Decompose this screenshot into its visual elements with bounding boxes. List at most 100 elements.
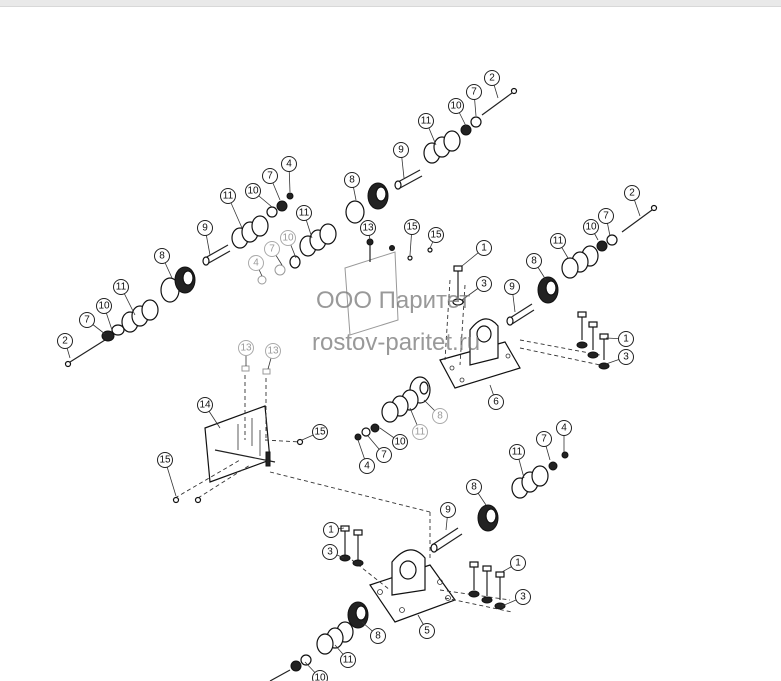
callout-balloon [57,333,73,349]
callout-balloon [323,522,339,538]
callout-part-11: 11 [296,205,313,239]
callout-part-13: 13 [238,340,254,366]
callout-balloon [428,227,444,243]
callout-part-10: 10 [379,427,408,450]
callout-number: 11 [512,447,523,458]
callout-number: 1 [481,243,487,254]
callout-part-7: 7 [79,312,106,335]
callout-number: 9 [509,282,515,293]
callout-number: 3 [623,352,629,363]
callout-part-11: 11 [113,279,136,316]
callout-balloon [624,185,640,201]
callout-balloon [526,253,542,269]
callout-part-4: 4 [281,156,297,193]
callout-part-8: 8 [423,399,448,424]
callout-number: 10 [314,673,326,681]
callout-part-7: 7 [262,168,281,201]
callout-number: 7 [603,211,609,222]
callout-balloon [296,205,312,221]
callout-number: 11 [343,655,354,666]
callout-number: 3 [481,279,487,290]
lower-right-shaft-assembly [477,451,569,532]
callout-balloon [509,444,525,460]
callout-number: 10 [585,222,597,233]
callout-part-10: 10 [280,230,297,259]
callout-part-4: 4 [357,439,375,474]
callout-part-10: 10 [96,298,113,331]
callout-balloon [360,220,376,236]
callout-balloon [504,279,520,295]
callout-part-11: 11 [334,644,356,668]
callout-balloon [238,340,254,356]
callout-balloon [280,230,296,246]
callout-part-8: 8 [154,248,173,279]
callout-balloon [412,424,428,440]
callout-balloon [448,98,464,114]
callout-number: 15 [314,427,326,438]
callout-balloon [432,408,448,424]
callout-number: 7 [267,171,273,182]
callout-part-4: 4 [556,420,572,452]
callout-balloon [322,544,338,560]
callout-number: 11 [299,208,310,219]
roller-11c [141,299,159,321]
callout-part-9: 9 [197,220,213,256]
watermark-company: ООО Паритет [316,287,470,314]
callout-balloon [583,219,599,235]
lower-bracket-5 [351,527,513,623]
callout-balloon [510,555,526,571]
bolts-lower-left [339,525,364,567]
callout-part-10: 10 [245,183,273,208]
callout-balloon [393,142,409,158]
callout-balloon [264,241,280,257]
callout-part-3: 3 [605,349,634,365]
callout-part-8: 8 [361,621,386,644]
callout-part-13: 13 [265,343,281,370]
callout-balloon [344,172,360,188]
callout-number: 11 [415,427,426,438]
callout-part-10: 10 [304,661,328,681]
callout-part-9: 9 [440,502,456,531]
callout-number: 7 [471,87,477,98]
upper-middle-shaft-assembly [257,87,518,285]
plate-14 [172,365,431,560]
callout-balloon [197,220,213,236]
callout-number: 13 [240,343,252,354]
callout-balloon [248,255,264,271]
callout-number: 10 [247,186,259,197]
callout-number: 11 [223,191,234,202]
callout-number: 3 [520,592,526,603]
bolt-2-shank [69,339,106,363]
callout-number: 4 [253,258,259,269]
bolts-lower-right [468,561,506,610]
callout-balloon [265,343,281,359]
callout-balloon [312,670,328,681]
callout-number: 13 [362,223,374,234]
callout-number: 10 [98,301,110,312]
callout-number: 10 [282,233,294,244]
callout-number: 5 [424,626,430,637]
bottom-left-shaft-assembly [269,601,369,681]
callout-balloon [370,628,386,644]
callout-balloon [418,113,434,129]
callout-balloon [392,434,408,450]
callout-balloon [440,502,456,518]
callout-part-5: 5 [417,614,435,639]
callout-balloon [556,420,572,436]
callout-number: 8 [437,411,443,422]
callout-number: 4 [561,423,567,434]
callout-balloon [197,397,213,413]
callout-number: 2 [62,336,68,347]
callout-balloon [598,208,614,224]
callout-part-3: 3 [322,544,345,560]
callout-part-9: 9 [504,279,520,313]
nut-4 [286,192,294,200]
callout-number: 2 [629,188,635,199]
callout-balloon [376,447,392,463]
callout-number: 4 [286,159,292,170]
callout-part-15: 15 [404,219,420,256]
callout-balloon [476,240,492,256]
upper-right-assembly [506,204,658,326]
